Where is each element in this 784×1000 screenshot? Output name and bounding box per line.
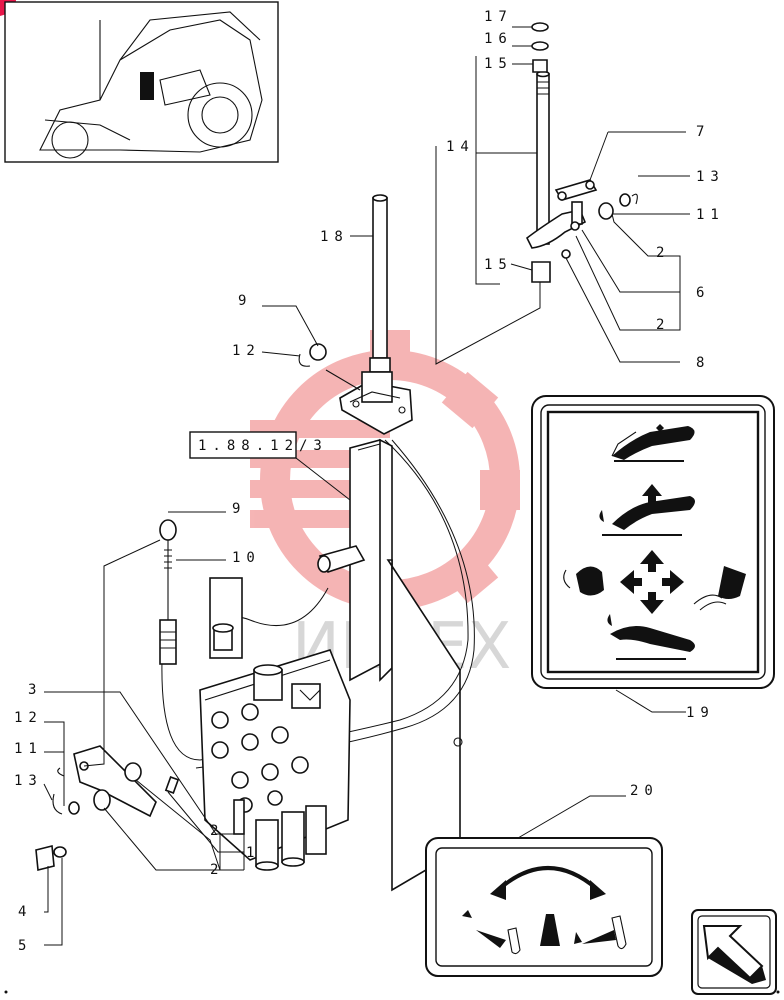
callout-11-top: 11 <box>696 207 725 223</box>
pivot-9 <box>309 343 327 361</box>
support-plate <box>349 438 463 892</box>
callout-3: 3 <box>28 682 42 698</box>
callout-11-bottom: 11 <box>14 741 43 757</box>
ring-17 <box>531 22 549 32</box>
callout-5: 5 <box>18 938 32 954</box>
pivot-pin <box>317 545 366 573</box>
callout-2-bottom: 2 <box>210 862 224 878</box>
bushing-11 <box>598 202 614 220</box>
callout-12-top: 12 <box>232 343 261 359</box>
loader-control-decal-icon <box>531 395 775 689</box>
washer-13 <box>619 193 631 207</box>
callout-20: 20 <box>630 783 659 799</box>
cable-end-10 <box>159 519 177 665</box>
callout-2-upper: 2 <box>656 245 670 261</box>
callout-19: 19 <box>686 705 715 721</box>
washer-8 <box>561 249 571 259</box>
lever-arm-7 <box>525 179 598 249</box>
rod-18 <box>369 194 391 373</box>
page-dot-right <box>776 990 780 994</box>
callout-labels: 17 16 15 14 18 15 7 13 11 2 6 2 8 9 12 9… <box>14 9 725 954</box>
bushing-15 <box>531 261 551 283</box>
leader-lines <box>43 26 690 946</box>
callout-9-top: 9 <box>238 293 252 309</box>
ring-16 <box>531 41 549 51</box>
callout-8: 8 <box>696 355 710 371</box>
control-valve <box>199 577 351 871</box>
page-dot-left <box>4 990 8 994</box>
control-cable-a <box>161 439 469 761</box>
rod-14 <box>536 70 550 245</box>
next-page-arrow-icon[interactable] <box>691 909 777 995</box>
lever-movement-decal-icon <box>425 837 663 977</box>
callout-10: 10 <box>232 550 261 566</box>
callout-1: 1 <box>246 845 260 861</box>
callout-2-lower: 2 <box>210 823 224 839</box>
lower-linkage <box>35 745 180 872</box>
callout-13-top: 13 <box>696 169 725 185</box>
callout-16: 16 <box>484 31 513 47</box>
callout-15-bottom: 15 <box>484 257 513 273</box>
callout-7: 7 <box>696 124 710 140</box>
bracket <box>339 371 413 435</box>
cap-15 <box>532 59 548 73</box>
callout-14: 14 <box>446 139 475 155</box>
callout-18: 18 <box>320 229 349 245</box>
reference-box: 1.88.12/3 <box>189 431 328 459</box>
callout-6: 6 <box>696 285 710 301</box>
callout-9-bottom: 9 <box>232 501 246 517</box>
callout-17: 17 <box>484 9 513 25</box>
linkage-rod <box>325 369 361 391</box>
clip-13 <box>631 193 638 205</box>
callout-13-bottom: 13 <box>14 773 43 789</box>
clip-12 <box>298 353 311 367</box>
tractor-thumbnail-icon <box>4 1 279 163</box>
callout-15-top: 15 <box>484 56 513 72</box>
callout-2-middle: 2 <box>656 317 670 333</box>
bushing-2 <box>570 221 580 231</box>
callout-4: 4 <box>18 904 32 920</box>
reference-box-label: 1.88.12/3 <box>198 438 328 454</box>
callout-12-bottom: 12 <box>14 710 43 726</box>
